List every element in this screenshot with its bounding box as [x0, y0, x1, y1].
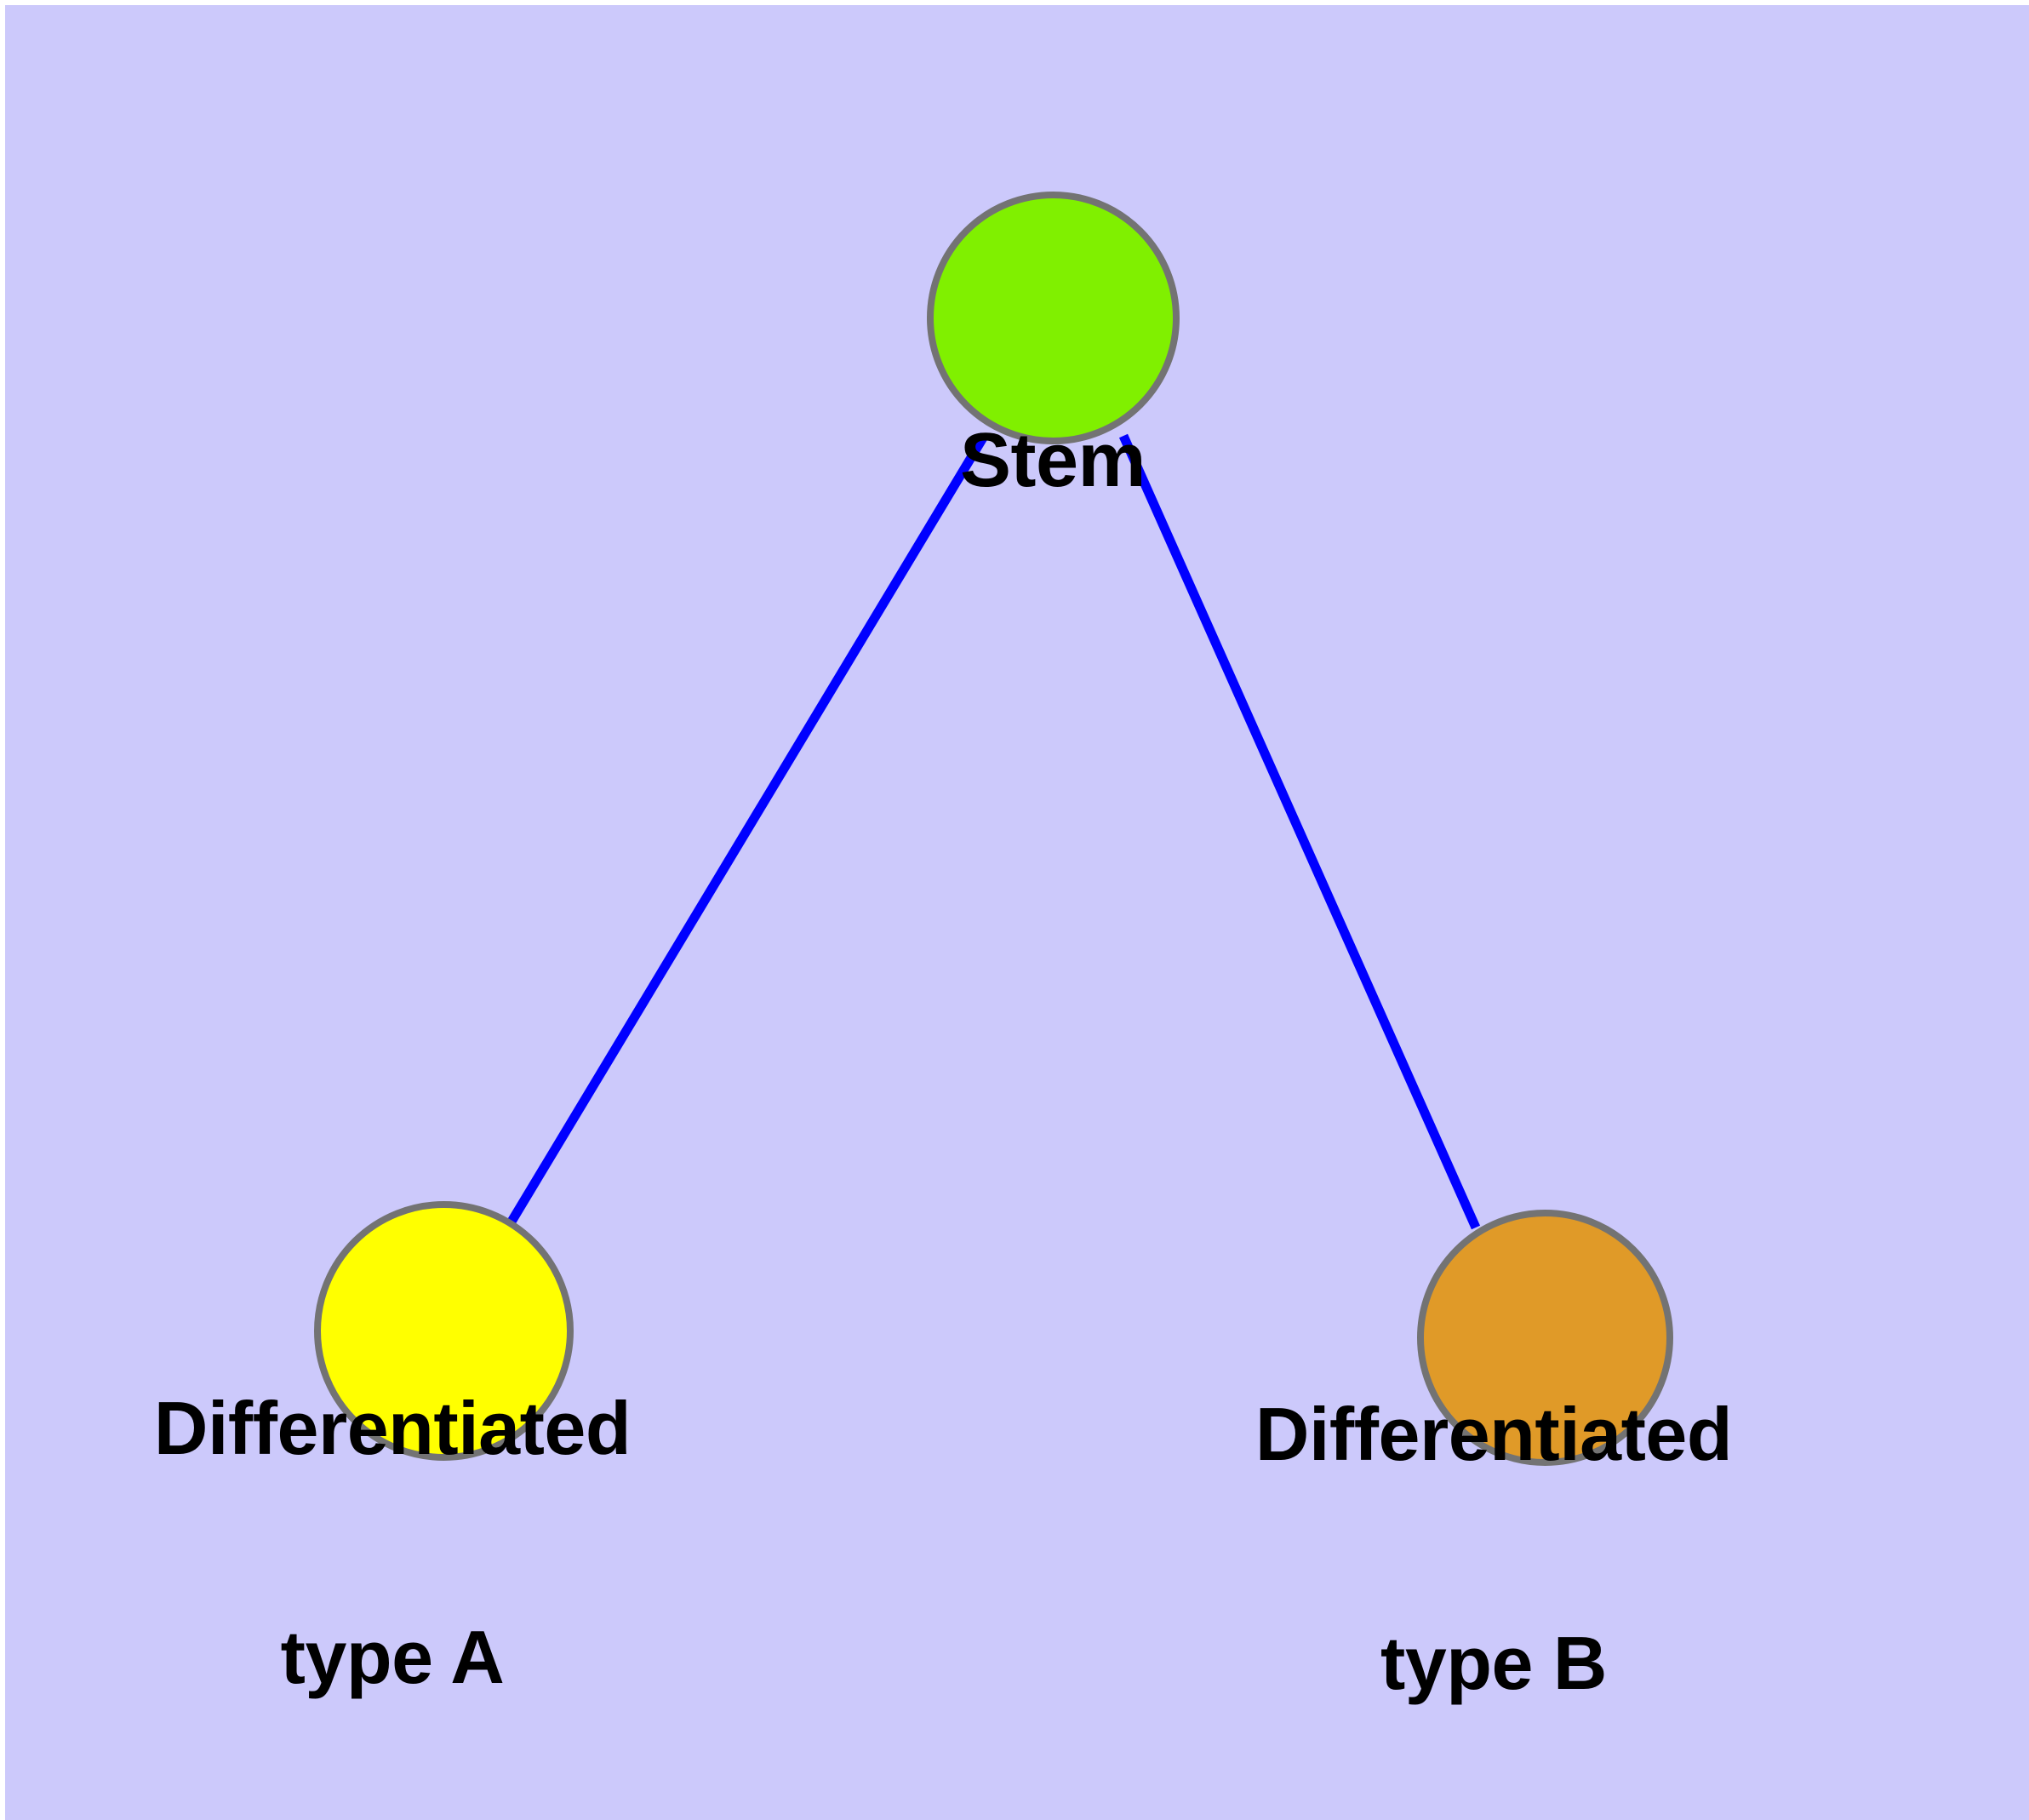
edge-stem-to-differentiated-type-a[interactable]	[507, 432, 989, 1224]
node-stem-label-line1: Stem	[959, 417, 1146, 503]
node-stem-label: Stem	[797, 266, 1308, 656]
node-differentiated-type-a-label-line1: Differentiated	[153, 1385, 632, 1470]
node-stem[interactable]	[927, 192, 1180, 444]
node-differentiated-type-b-label-line1: Differentiated	[1255, 1391, 1733, 1476]
node-differentiated-type-b-label: Differentiated type B	[1238, 1243, 1749, 1820]
node-differentiated-type-a[interactable]	[314, 1201, 574, 1461]
node-differentiated-type-a-label: Differentiated type A	[137, 1237, 648, 1820]
node-differentiated-type-b-label-line2: type B	[1380, 1620, 1607, 1705]
node-differentiated-type-b[interactable]	[1417, 1210, 1673, 1466]
node-differentiated-type-a-label-line2: type A	[280, 1614, 505, 1699]
edge-stem-to-differentiated-type-b[interactable]	[1118, 433, 1481, 1230]
